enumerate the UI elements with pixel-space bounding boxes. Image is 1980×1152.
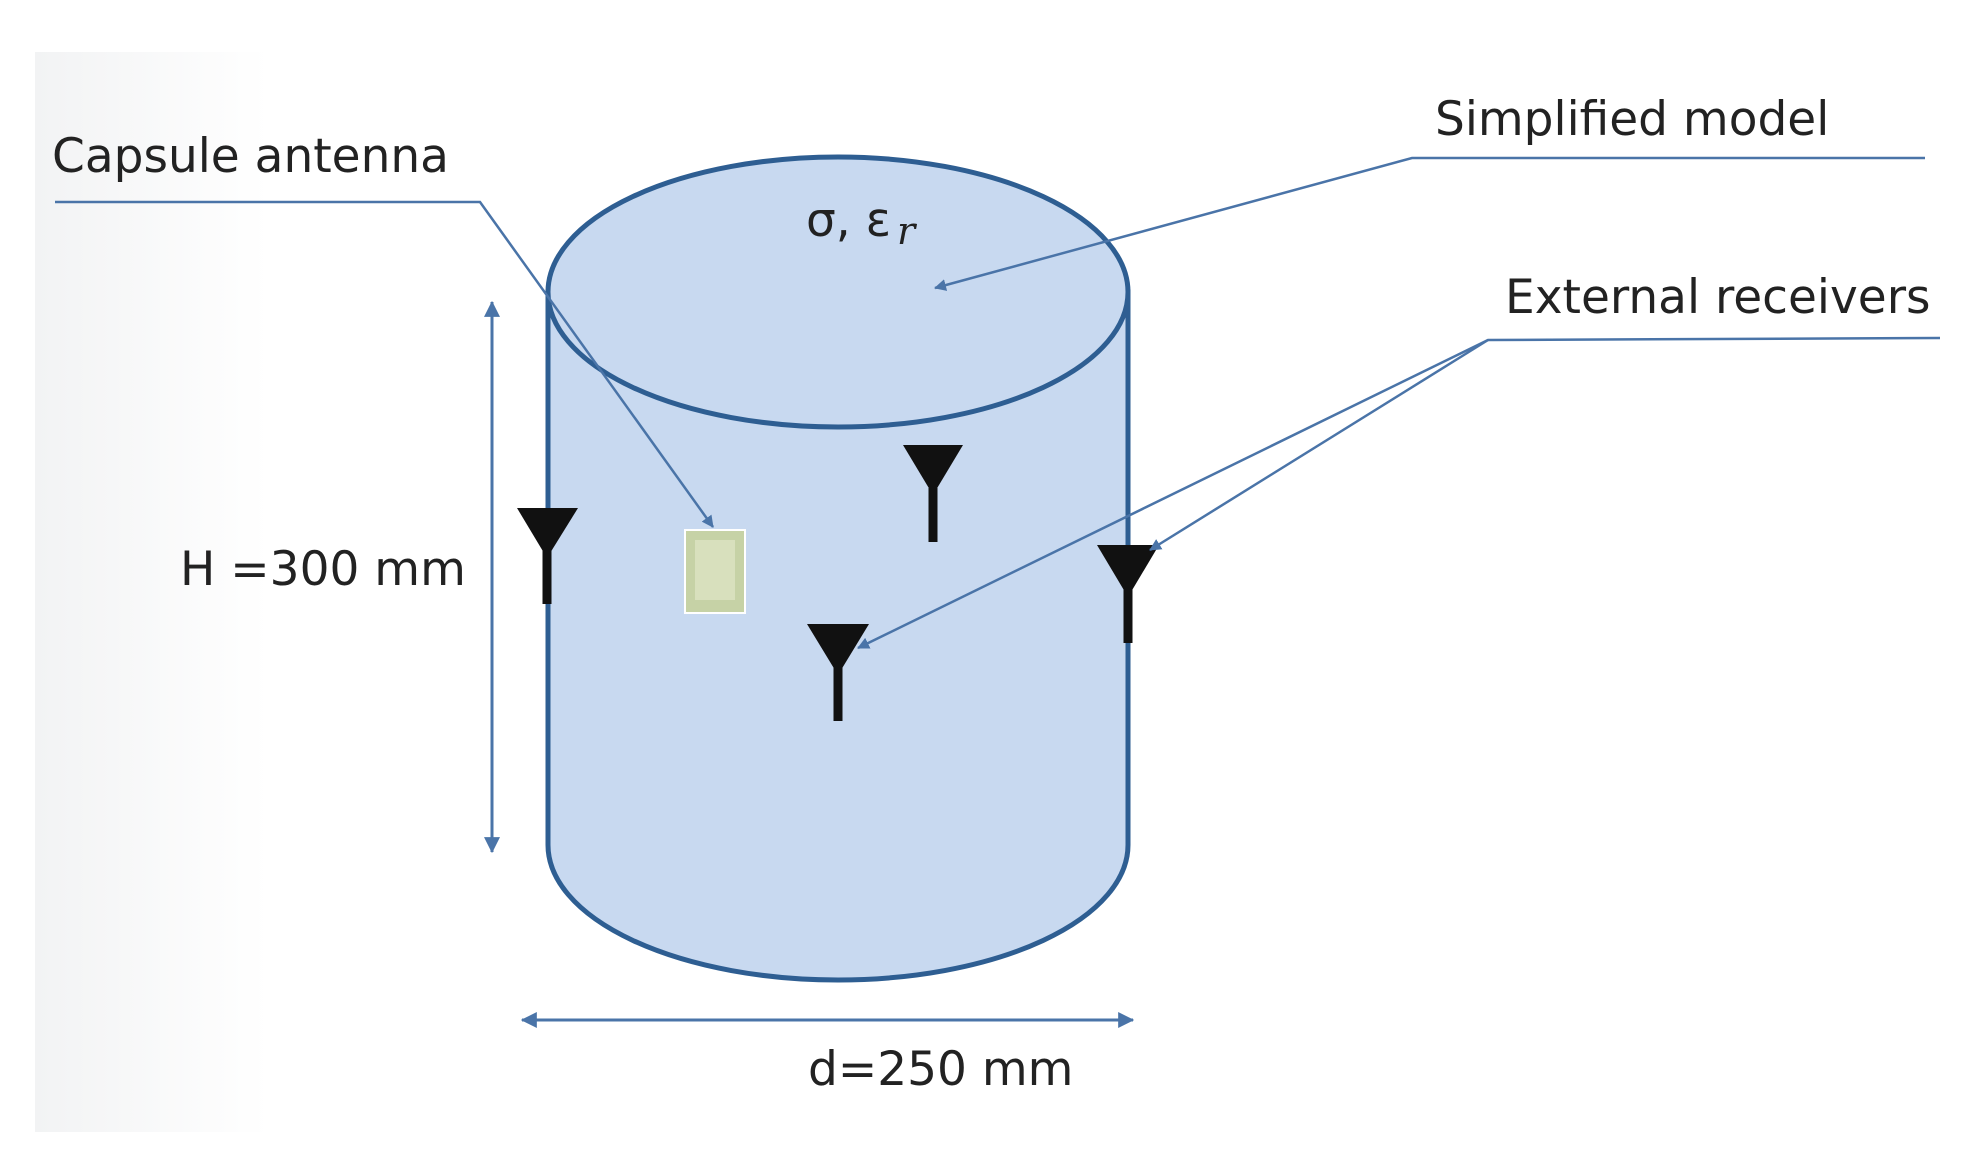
receiver-antenna-icon: [807, 624, 869, 721]
simplified-model-leader: [934, 156, 1925, 291]
cylinder-top: [545, 154, 1131, 430]
cylinder-model: [545, 154, 1131, 983]
diameter-label: d=250 mm: [808, 1042, 1073, 1097]
material-symbol-subscript: r: [897, 209, 918, 253]
capsule-antenna-leader: [55, 200, 715, 528]
capsule-antenna-icon: [684, 529, 746, 614]
height-label: H =300 mm: [180, 542, 466, 597]
receiver-antenna-icon: [517, 508, 578, 604]
capsule-antenna-label: Capsule antenna: [52, 129, 449, 184]
material-symbols: σ, ε: [806, 193, 891, 248]
simplified-model-label: Simplified model: [1435, 92, 1829, 147]
receiver-antenna-icon: [903, 445, 963, 542]
external-receivers-label: External receivers: [1505, 270, 1931, 325]
external-receivers-leader: [1149, 338, 1489, 552]
receiver-antenna-icon: [1097, 545, 1159, 643]
